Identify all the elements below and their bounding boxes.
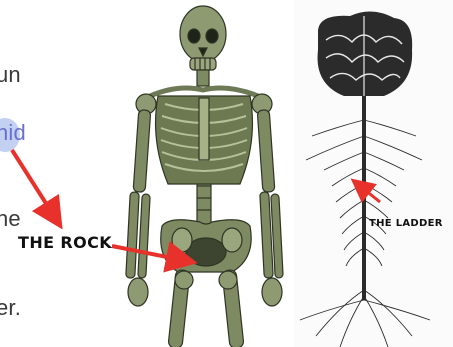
label-the-ladder: THE LADDER [369, 218, 443, 229]
pelvis [161, 220, 251, 272]
legs [168, 269, 244, 347]
skull [180, 6, 226, 70]
arrow-to-text [12, 150, 54, 216]
nervous-system-illustration [294, 0, 453, 347]
skeleton-illustration [126, 6, 283, 347]
label-the-rock: THE ROCK [18, 233, 112, 252]
cropped-text-line-highlighted: nid [0, 120, 26, 146]
rib-cage [156, 96, 253, 184]
brain [318, 11, 413, 96]
